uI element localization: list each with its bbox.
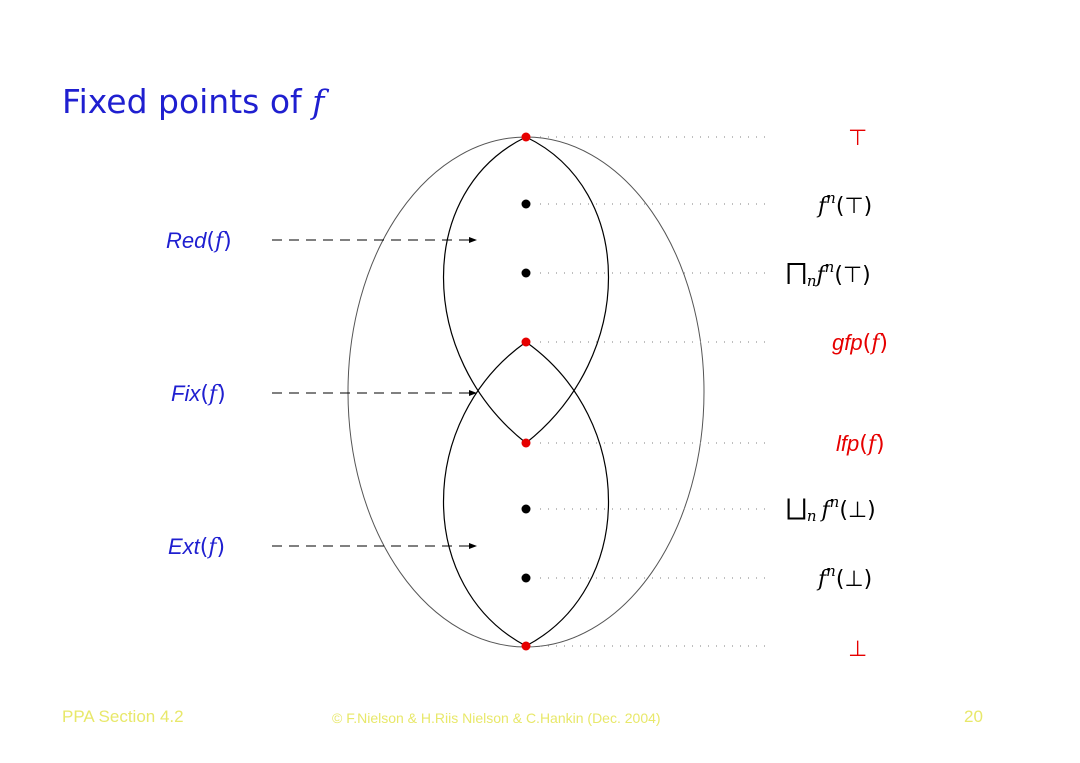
- title-text: Fixed points of: [62, 82, 313, 121]
- point-bottom: [521, 641, 531, 651]
- footer-page-number: 20: [964, 707, 983, 726]
- footer-authors: F.Nielson & H.Riis Nielson & C.Hankin (D…: [342, 710, 661, 726]
- label-gfp: gfp(f): [832, 330, 888, 356]
- red-set-region: [443, 136, 609, 444]
- point-meet: [521, 268, 531, 278]
- slide-title: Fixed points of f: [62, 82, 324, 121]
- point-lfp: [521, 438, 531, 448]
- label-bottom: ⊥: [848, 637, 867, 662]
- label-fn-top: fn(⊤): [816, 189, 872, 219]
- point-fn-bottom: [521, 573, 531, 583]
- label-meet: ⨅nfn(⊤): [786, 258, 871, 290]
- ext-set-label: Ext(f): [168, 534, 225, 560]
- fix-set-label: Fix(f): [171, 381, 226, 407]
- point-join: [521, 504, 531, 514]
- point-gfp: [521, 337, 531, 347]
- title-variable: f: [312, 82, 325, 121]
- lattice-points: [521, 132, 531, 651]
- red-set-label: Red(f): [166, 228, 232, 254]
- set-labels: Red(f) Fix(f) Ext(f): [166, 228, 232, 560]
- ext-set-region: [443, 341, 609, 647]
- copyright-icon: ©: [332, 710, 343, 726]
- label-lfp: lfp(f): [836, 431, 885, 457]
- lattice-outline: [347, 136, 705, 648]
- footer-section: PPA Section 4.2: [62, 707, 184, 726]
- point-fn-top: [521, 199, 531, 209]
- label-top: ⊤: [848, 126, 867, 151]
- point-top: [521, 132, 531, 142]
- label-fn-bottom: fn(⊥): [816, 562, 872, 592]
- footer-copyright: © F.Nielson & H.Riis Nielson & C.Hankin …: [332, 710, 661, 726]
- set-pointers: [272, 237, 477, 549]
